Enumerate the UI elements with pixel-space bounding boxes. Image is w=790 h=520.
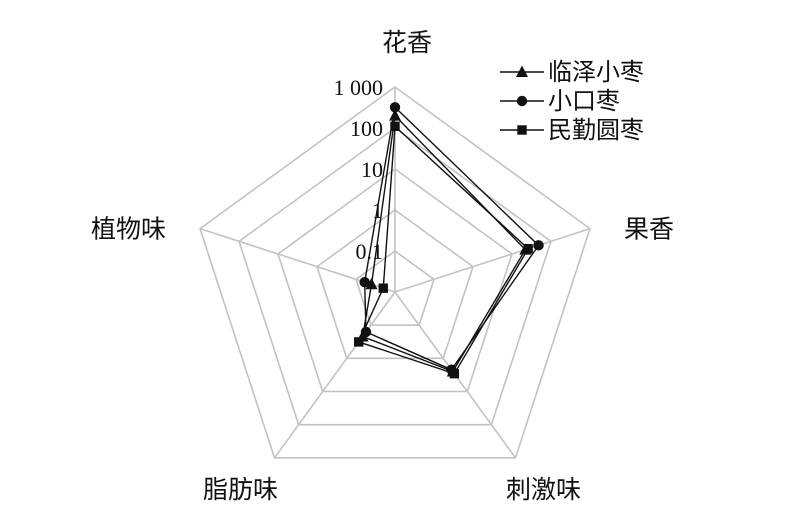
triangle-marker-icon <box>389 109 401 121</box>
axis-label-2: 刺激味 <box>506 476 581 504</box>
legend-label-0: 临泽小枣 <box>548 59 644 86</box>
grid-ring <box>277 168 513 393</box>
tick-label-100: 100 <box>350 116 383 141</box>
grid-ring <box>199 86 591 459</box>
square-marker-icon <box>390 121 400 132</box>
circle-marker-icon <box>389 102 401 113</box>
axis-label-0: 花香 <box>382 29 432 57</box>
tick-label-0.1: 0.1 <box>356 239 384 264</box>
series-line-0 <box>361 114 527 373</box>
tick-label-1: 1 <box>372 198 383 223</box>
triangle-marker-icon <box>516 65 528 77</box>
legend-label-1: 小口枣 <box>548 88 620 115</box>
circle-marker-icon <box>360 326 372 338</box>
tick-label-10: 10 <box>361 157 383 182</box>
circle-marker-icon <box>516 95 528 107</box>
square-marker-icon <box>378 283 388 293</box>
tick-label-1000: 1 000 <box>334 75 384 100</box>
square-marker-icon <box>449 368 460 379</box>
series-line-2 <box>357 124 530 375</box>
triangle-marker-icon <box>365 277 378 290</box>
circle-marker-icon <box>359 276 370 288</box>
grid-ring <box>238 127 552 426</box>
axis-label-1: 果香 <box>624 216 674 244</box>
grid-ring <box>316 209 474 360</box>
square-marker-icon <box>354 337 364 347</box>
circle-marker-icon <box>533 240 544 251</box>
square-marker-icon <box>523 244 533 254</box>
grid-spoke <box>273 291 396 459</box>
square-marker-icon <box>517 125 527 135</box>
series-line-1 <box>363 105 540 371</box>
grid-ring <box>355 250 435 326</box>
grid-spoke <box>394 227 591 293</box>
axis-label-3: 脂肪味 <box>203 476 278 504</box>
legend-label-2: 民勤圆枣 <box>548 117 644 144</box>
axis-label-4: 植物味 <box>91 216 166 244</box>
